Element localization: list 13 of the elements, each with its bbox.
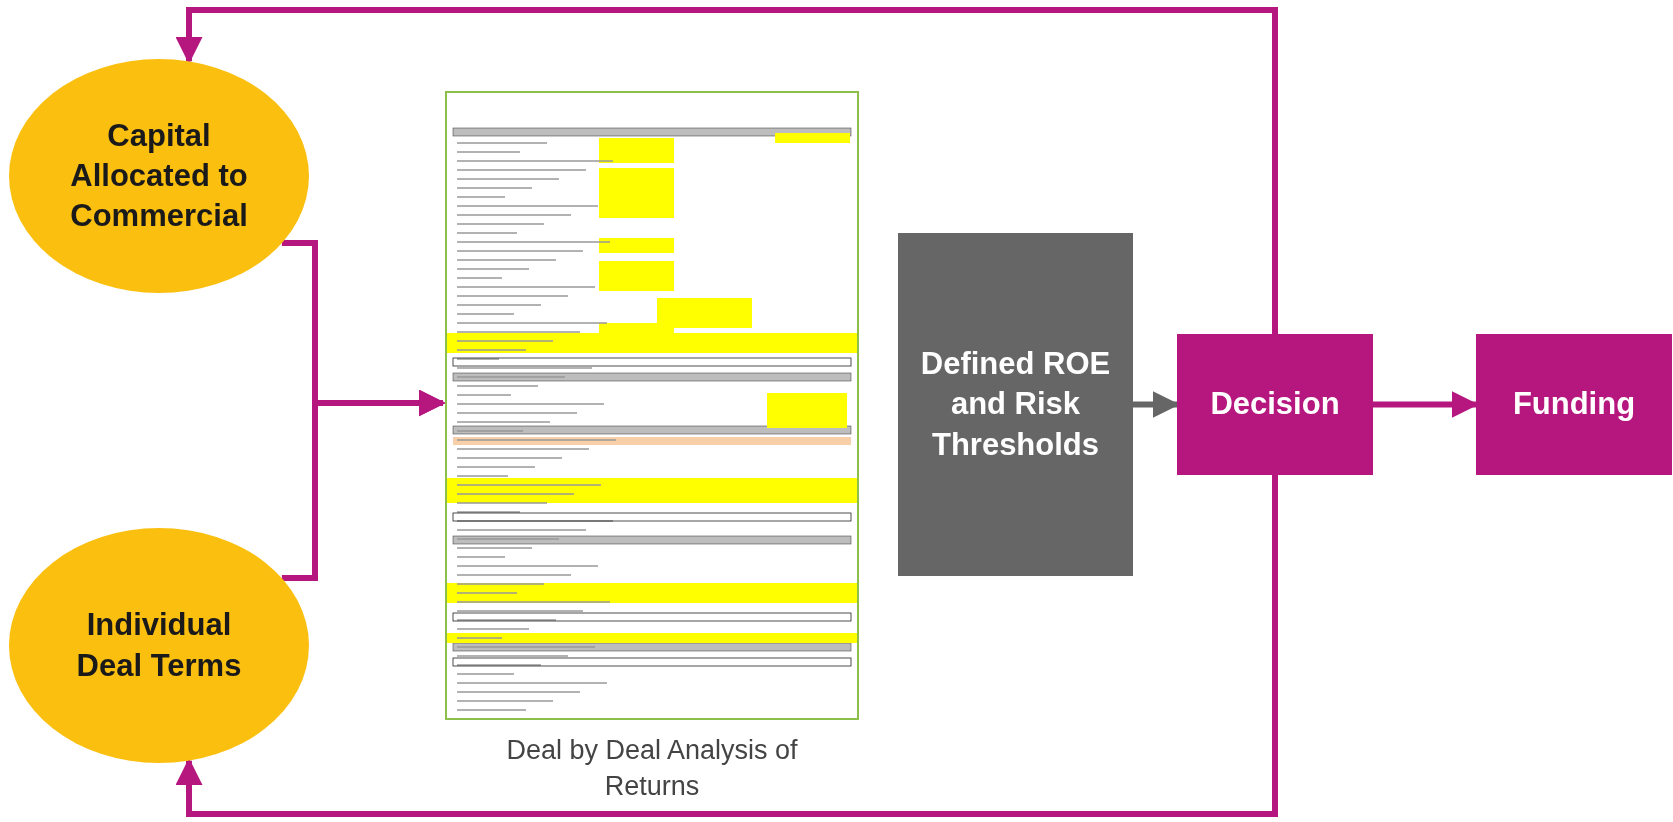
caption-text: Deal by Deal Analysis of Returns	[505, 734, 799, 804]
process-box	[1476, 334, 1672, 475]
node-label: Defined ROE and Risk Thresholds	[919, 345, 1112, 464]
arrow	[281, 389, 446, 582]
arrow	[175, 475, 1278, 817]
process-box	[1177, 334, 1373, 475]
process-box	[898, 233, 1133, 576]
arrow	[175, 7, 1278, 334]
node-label: Funding	[1512, 385, 1636, 424]
node-label: Decision	[1210, 385, 1340, 424]
node-label: Capital Allocated to Commercial	[70, 116, 248, 236]
node-label: Individual Deal Terms	[75, 606, 243, 685]
spreadsheet-drawing	[445, 91, 859, 720]
